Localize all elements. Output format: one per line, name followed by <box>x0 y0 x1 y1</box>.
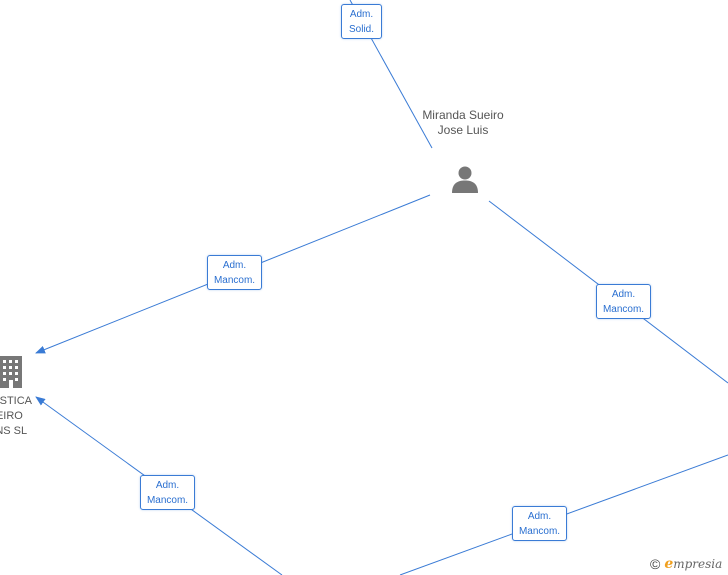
edge-label-line1: Adm. <box>611 289 636 300</box>
person-node-name[interactable]: Miranda Sueiro Jose Luis <box>422 108 504 137</box>
edge-label-left-lower[interactable]: Adm. Mancom. <box>140 475 195 510</box>
edge-label-line1: Adm. <box>155 480 180 491</box>
edge-label-right-lower[interactable]: Adm. Mancom. <box>512 506 567 541</box>
building-icon[interactable] <box>0 352 26 390</box>
edge-label-line2: Mancom. <box>518 526 561 537</box>
edge-label-top[interactable]: Adm. Solid. <box>341 4 382 39</box>
person-icon[interactable] <box>450 164 480 194</box>
company-node-name[interactable]: GISTICA UEIRO ANS SL <box>0 394 48 439</box>
edge-label-line1: Adm. <box>349 9 374 20</box>
empresia-logo: empresia <box>664 556 723 572</box>
edge-label-line1: Adm. <box>527 511 552 522</box>
edge-label-line2: Mancom. <box>602 304 645 315</box>
company-name-line: UEIRO <box>0 410 23 422</box>
company-name-line: GISTICA <box>0 395 33 407</box>
empresia-branding: © empresia <box>650 554 722 574</box>
edge-label-line2: Solid. <box>348 24 374 35</box>
edge-label-line2: Mancom. <box>146 495 189 506</box>
company-name-line: ANS SL <box>0 425 28 437</box>
edge-label-right-upper[interactable]: Adm. Mancom. <box>596 284 651 319</box>
copyright-icon: © <box>650 556 661 572</box>
edge-label-line2: Mancom. <box>213 275 256 286</box>
edge-label-line1: Adm. <box>222 260 247 271</box>
edge-label-left-upper[interactable]: Adm. Mancom. <box>207 255 262 290</box>
